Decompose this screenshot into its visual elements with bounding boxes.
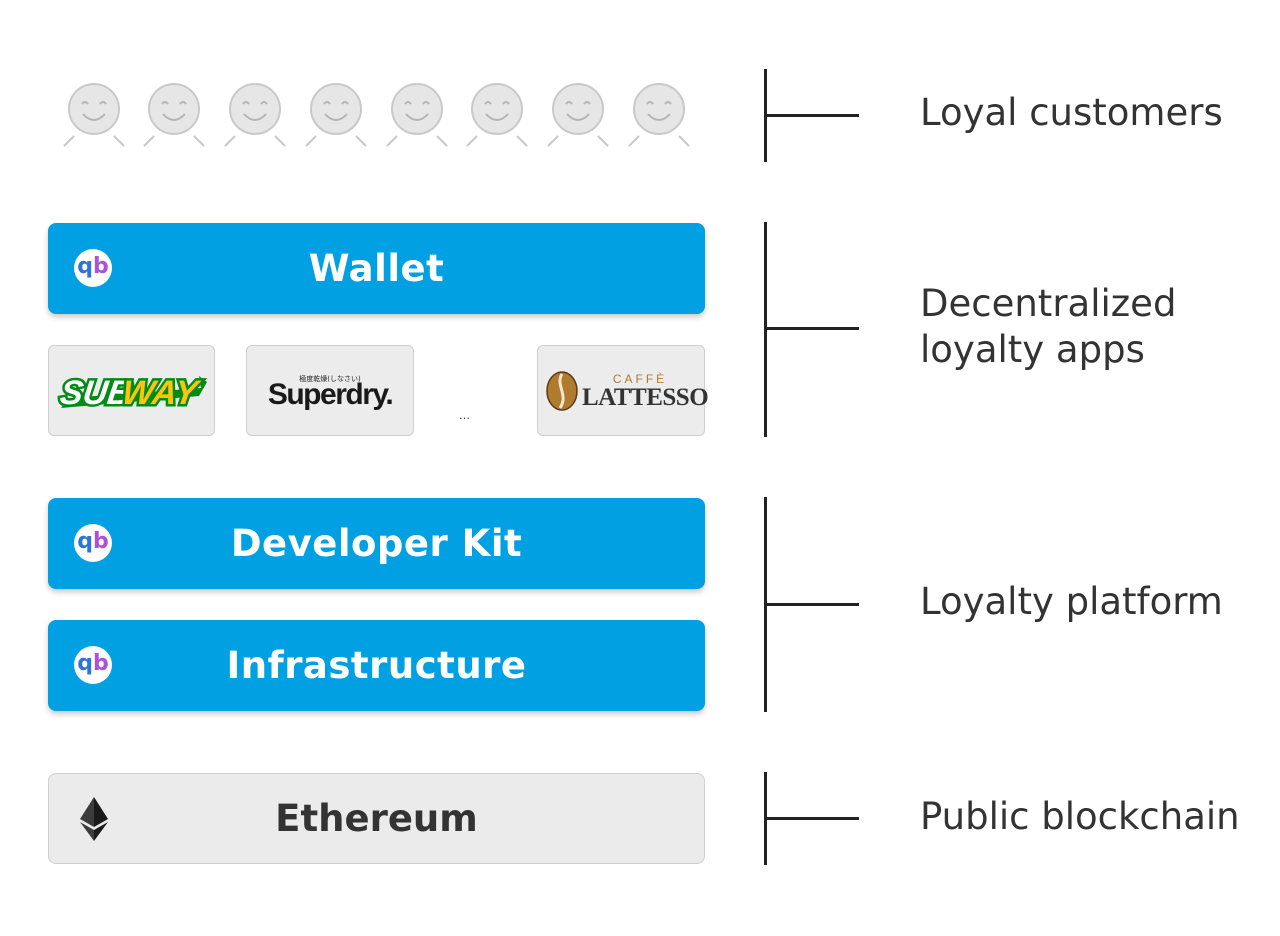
ethereum-bar: Ethereum [48,773,705,864]
qiibee-logo-icon: qb [74,646,112,684]
customer-icon [465,82,529,150]
wallet-label: Wallet [308,247,445,290]
subway-tile: SUB WAY [48,345,215,436]
wallet-bar: qb Wallet [48,223,705,314]
ethereum-icon [80,797,108,841]
superdry-tile: 極度乾燥(しなさい) Superdry. [246,345,414,436]
label-public-blockchain: Public blockchain [920,795,1240,838]
label-apps-line2: loyalty apps [920,328,1145,371]
lattesso-main-text: LATTESSO [582,384,709,411]
bracket-apps-horizontal [764,327,859,330]
customer-icon [546,82,610,150]
lattesso-caffe-text: CAFFÈ [612,372,668,386]
bracket-customers-horizontal [764,114,859,117]
subway-logo: SUB WAY [55,372,207,414]
customer-icon [142,82,206,150]
developer-kit-bar: qb Developer Kit [48,498,705,589]
svg-text:SUB: SUB [58,374,135,412]
customer-icon [304,82,368,150]
superdry-subtitle: 極度乾燥(しなさい) [299,375,361,383]
label-loyalty-platform: Loyalty platform [920,580,1223,623]
qiibee-logo-icon: qb [74,249,112,287]
coffee-bean-icon [546,371,578,411]
infrastructure-bar: qb Infrastructure [48,620,705,711]
customer-icon [223,82,287,150]
label-loyal-customers: Loyal customers [920,91,1223,134]
qiibee-logo-icon: qb [74,524,112,562]
ethereum-label: Ethereum [275,797,478,840]
lattesso-tile: CAFFÈ LATTESSO [537,345,709,436]
superdry-logo: Superdry. [267,378,394,411]
more-apps-ellipsis: … [459,409,471,422]
customer-icon [627,82,691,150]
customer-icon [62,82,126,150]
bracket-blockchain-horizontal [764,817,859,820]
developer-kit-label: Developer Kit [230,522,523,565]
bracket-platform-horizontal [764,603,859,606]
infrastructure-label: Infrastructure [226,644,527,687]
label-apps-line1: Decentralized [920,282,1177,325]
svg-text:WAY: WAY [120,374,203,412]
customer-icon [385,82,449,150]
